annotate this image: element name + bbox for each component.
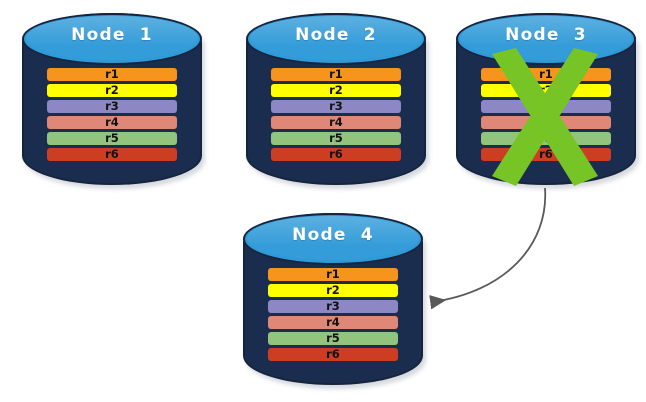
record-row-r3[interactable]: r3 bbox=[271, 100, 401, 113]
node-cylinder-2[interactable]: Node 2 r1 r2 r3 r4 r5 r6 bbox=[246, 13, 429, 189]
node-cylinder-1[interactable]: Node 1 r1 r2 r3 r4 r5 r6 bbox=[22, 13, 205, 189]
cylinder-top-ellipse-2 bbox=[246, 13, 426, 65]
record-list-3: r1 r2 r3 r4 r5 r6 bbox=[481, 68, 611, 164]
record-row-r6[interactable]: r6 bbox=[47, 148, 177, 161]
record-row-r4[interactable]: r4 bbox=[47, 116, 177, 129]
cylinder-top-ellipse-4 bbox=[243, 213, 423, 265]
record-row-r2[interactable]: r2 bbox=[271, 84, 401, 97]
cylinder-top-ellipse-3 bbox=[456, 13, 636, 65]
record-row-r6[interactable]: r6 bbox=[268, 348, 398, 361]
record-list-1: r1 r2 r3 r4 r5 r6 bbox=[47, 68, 177, 164]
record-row-r4[interactable]: r4 bbox=[268, 316, 398, 329]
record-row-r2[interactable]: r2 bbox=[481, 84, 611, 97]
record-row-r3[interactable]: r3 bbox=[481, 100, 611, 113]
record-row-r1[interactable]: r1 bbox=[271, 68, 401, 81]
record-row-r1[interactable]: r1 bbox=[47, 68, 177, 81]
record-row-r5[interactable]: r5 bbox=[47, 132, 177, 145]
node-label-2: Node 2 bbox=[295, 25, 377, 46]
record-row-r5[interactable]: r5 bbox=[268, 332, 398, 345]
record-list-4: r1 r2 r3 r4 r5 r6 bbox=[268, 268, 398, 364]
node-cylinder-4[interactable]: Node 4 r1 r2 r3 r4 r5 r6 bbox=[243, 213, 426, 389]
node-label-3: Node 3 bbox=[505, 25, 587, 46]
record-row-r6[interactable]: r6 bbox=[271, 148, 401, 161]
node-cylinder-3[interactable]: Node 3 r1 r2 r3 r4 r5 r6 bbox=[456, 13, 639, 189]
record-row-r5[interactable]: r5 bbox=[481, 132, 611, 145]
node-label-1: Node 1 bbox=[71, 25, 153, 46]
record-row-r1[interactable]: r1 bbox=[268, 268, 398, 281]
record-row-r6[interactable]: r6 bbox=[481, 148, 611, 161]
record-row-r3[interactable]: r3 bbox=[47, 100, 177, 113]
node-label-4: Node 4 bbox=[292, 225, 374, 246]
record-row-r2[interactable]: r2 bbox=[47, 84, 177, 97]
cylinder-top-ellipse-1 bbox=[22, 13, 202, 65]
record-row-r2[interactable]: r2 bbox=[268, 284, 398, 297]
record-row-r4[interactable]: r4 bbox=[271, 116, 401, 129]
record-row-r1[interactable]: r1 bbox=[481, 68, 611, 81]
record-row-r5[interactable]: r5 bbox=[271, 132, 401, 145]
record-row-r4[interactable]: r4 bbox=[481, 116, 611, 129]
record-row-r3[interactable]: r3 bbox=[268, 300, 398, 313]
record-list-2: r1 r2 r3 r4 r5 r6 bbox=[271, 68, 401, 164]
